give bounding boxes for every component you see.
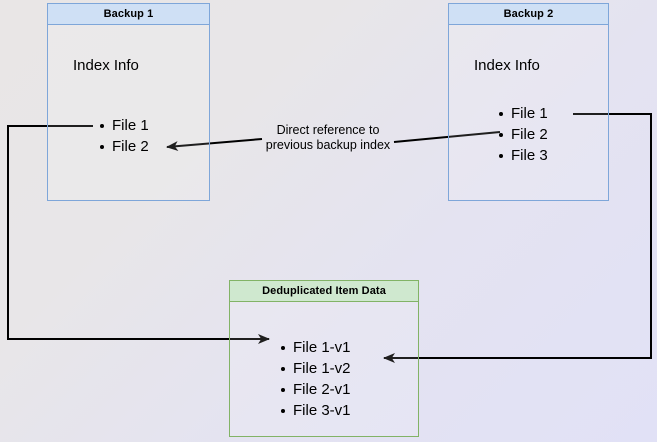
list-item: File 3 [497, 145, 548, 166]
dedup-header: Deduplicated Item Data [230, 281, 418, 302]
backup2-header: Backup 2 [449, 4, 608, 25]
dedup-box: Deduplicated Item Data File 1-v1 File 1-… [229, 280, 419, 437]
list-item: File 2 [98, 136, 149, 157]
backup1-box: Backup 1 Index Info File 1 File 2 [47, 3, 210, 201]
list-item: File 1-v1 [279, 337, 351, 358]
direct-reference-annotation: Direct reference to previous backup inde… [264, 123, 392, 153]
direct-reference-line-1: Direct reference to [276, 123, 380, 137]
backup1-file-list: File 1 File 2 [98, 115, 149, 157]
dedup-file-list: File 1-v1 File 1-v2 File 2-v1 File 3-v1 [279, 337, 351, 421]
list-item: File 2-v1 [279, 379, 351, 400]
backup2-file-list: File 1 File 2 File 3 [497, 103, 548, 166]
list-item: File 1 [98, 115, 149, 136]
backup1-header: Backup 1 [48, 4, 209, 25]
direct-reference-line-2: previous backup index [265, 138, 391, 152]
backup1-body: Index Info File 1 File 2 [48, 25, 209, 200]
list-item: File 1-v2 [279, 358, 351, 379]
backup2-index-info-label: Index Info [474, 57, 540, 74]
dedup-body: File 1-v1 File 1-v2 File 2-v1 File 3-v1 [230, 302, 418, 436]
list-item: File 3-v1 [279, 400, 351, 421]
backup2-body: Index Info File 1 File 2 File 3 [449, 25, 608, 200]
backup1-index-info-label: Index Info [73, 57, 139, 74]
list-item: File 1 [497, 103, 548, 124]
backup2-box: Backup 2 Index Info File 1 File 2 File 3 [448, 3, 609, 201]
list-item: File 2 [497, 124, 548, 145]
